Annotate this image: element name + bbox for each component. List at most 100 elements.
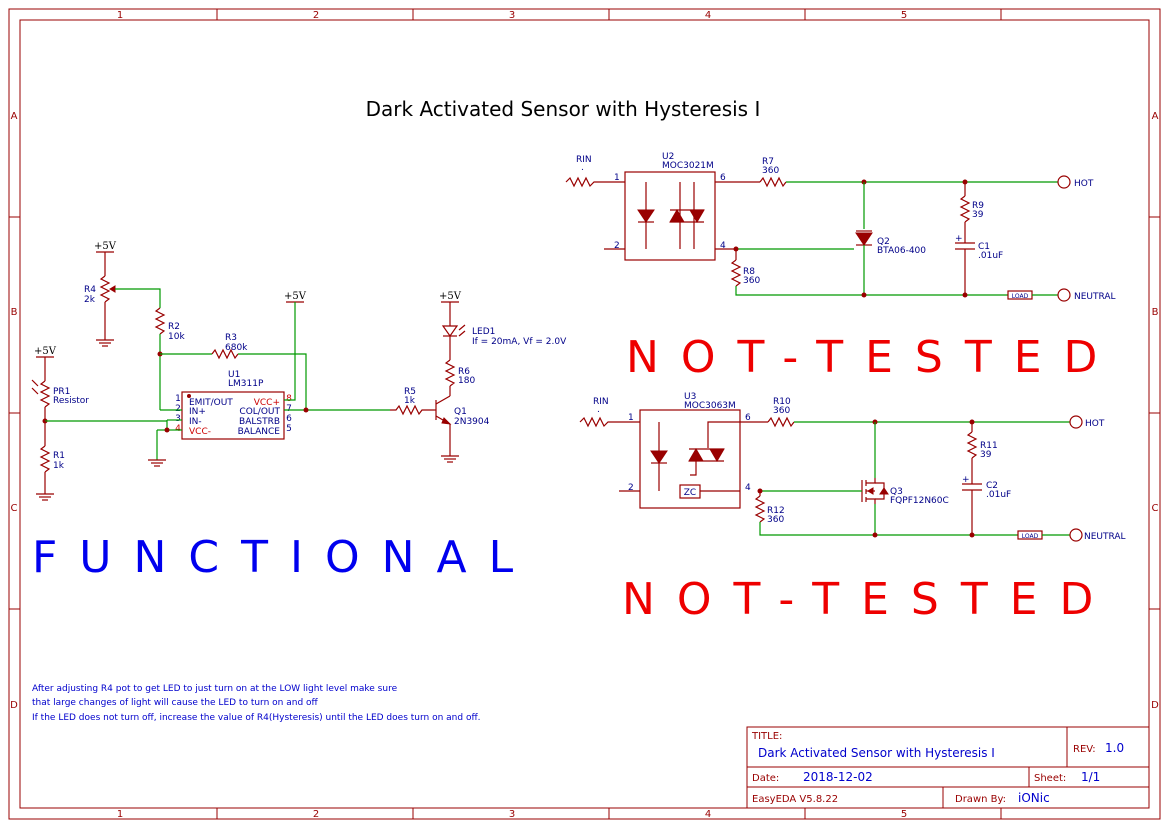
- rin1-value: .: [581, 163, 584, 173]
- u1-pin-label: IN-: [189, 417, 202, 427]
- col-label: 3: [509, 10, 515, 21]
- triac-circuit-2: RIN . 1 2 U3 MOC3063M ZC 6 4 R10 360 HOT: [579, 392, 1126, 542]
- tb-sheet-label: Sheet:: [1034, 773, 1066, 784]
- r3-resistor: [211, 348, 239, 360]
- col-label: 5: [901, 10, 907, 21]
- tb-rev-value: 1.0: [1105, 741, 1124, 755]
- u2-pin-num: 4: [720, 241, 726, 251]
- r1-value: 1k: [53, 461, 65, 471]
- tb-drawn-value: iONic: [1018, 791, 1050, 805]
- triac-circuit-1: RIN . 1 2 U2 MOC3021M 6 4 R7 360 HOT: [565, 152, 1116, 302]
- r8-value: 360: [743, 276, 760, 286]
- r11-ref: R11: [980, 441, 998, 451]
- row-label: D: [1151, 700, 1159, 711]
- r9-value: 39: [972, 210, 984, 220]
- rin2-value: .: [597, 405, 600, 415]
- pr1-ref: PR1: [53, 387, 70, 397]
- hot-port-2: HOT: [1085, 419, 1105, 429]
- row-label: C: [11, 503, 18, 514]
- r2-ref: R2: [168, 322, 180, 332]
- row-label: C: [1152, 503, 1159, 514]
- schematic-title: Dark Activated Sensor with Hysteresis I: [366, 97, 761, 121]
- r10-ref: R10: [773, 397, 791, 407]
- q2-triac: [855, 232, 873, 246]
- u1-ref: U1: [228, 370, 240, 380]
- r10-value: 360: [773, 406, 790, 416]
- u1-pin-label: VCC+: [254, 398, 280, 408]
- r2-resistor: [154, 307, 166, 335]
- pr1-value: Resistor: [53, 396, 89, 406]
- power-label-r4: +5V: [94, 241, 117, 252]
- u1-pin-label: IN+: [189, 407, 206, 417]
- col-label: 2: [313, 10, 319, 21]
- r9-ref: R9: [972, 201, 984, 211]
- u1-pin-label: BALSTRB: [239, 417, 280, 427]
- u2-ref: U2: [662, 152, 674, 162]
- rin2-ref: RIN: [593, 397, 609, 407]
- u1-comparator: [181, 391, 285, 440]
- row-label: A: [1152, 111, 1159, 122]
- col-label: 4: [705, 10, 711, 21]
- u3-pin-num: 4: [745, 483, 751, 493]
- power-label-pr1: +5V: [34, 346, 57, 357]
- tb-software: EasyEDA V5.8.22: [752, 794, 838, 805]
- note-line: If the LED does not turn off, increase t…: [32, 713, 481, 723]
- sensor-circuit: +5V R4 2k R2 10k R3 680k U1 LM311P EMIT/…: [31, 241, 567, 501]
- u3-optocoupler: [639, 409, 741, 509]
- q1-value: 2N3904: [454, 417, 490, 427]
- r10-resistor: [767, 416, 795, 428]
- u1-value: LM311P: [228, 379, 264, 389]
- u1-pin-num: 5: [286, 424, 292, 434]
- neutral-port-1: NEUTRAL: [1074, 292, 1116, 302]
- r12-resistor: [754, 495, 766, 523]
- u2-pin-num: 2: [614, 241, 620, 251]
- rin1-ref: RIN: [576, 155, 592, 165]
- u3-value: MOC3063M: [684, 401, 736, 411]
- r3-value: 680k: [225, 343, 248, 353]
- c2-value: .01uF: [986, 490, 1011, 500]
- q1-ref: Q1: [454, 407, 467, 417]
- r6-value: 180: [458, 376, 475, 386]
- led1-diode: [441, 325, 459, 338]
- r1-ref: R1: [53, 451, 65, 461]
- u1-pin-num: 2: [175, 404, 181, 414]
- q3-ref: Q3: [890, 487, 903, 497]
- note-line: After adjusting R4 pot to get LED to jus…: [32, 684, 398, 694]
- col-label: 2: [313, 809, 319, 820]
- q3-value: FQPF12N60C: [890, 496, 949, 506]
- functional-label: FUNCTIONAL: [32, 532, 535, 583]
- r11-resistor: [966, 431, 978, 459]
- c2-plus: +: [962, 475, 970, 485]
- r9-resistor: [959, 195, 971, 223]
- u2-value: MOC3021M: [662, 161, 714, 171]
- u1-pin-num: 7: [286, 404, 292, 414]
- u1-pin-label: BALANCE: [238, 427, 281, 437]
- tb-date-value: 2018-12-02: [803, 770, 873, 784]
- tb-rev-label: REV:: [1073, 744, 1096, 755]
- u2-pin-num: 6: [720, 173, 726, 183]
- not-tested-label-2: NOT-TESTED: [622, 574, 1115, 625]
- load-label-1: LOAD: [1012, 293, 1029, 300]
- u2-pin-num: 1: [614, 173, 620, 183]
- tb-title-label: TITLE:: [751, 731, 782, 742]
- hot-terminal-1: [1057, 175, 1071, 189]
- led1-ref: LED1: [472, 327, 495, 337]
- rin2-resistor: [579, 416, 640, 428]
- r6-ref: R6: [458, 367, 470, 377]
- c2-ref: C2: [986, 481, 998, 491]
- r5-ref: R5: [404, 387, 416, 397]
- r7-value: 360: [762, 166, 779, 176]
- r8-ref: R8: [743, 267, 755, 277]
- pr1-photoresistor: [39, 380, 51, 408]
- u1-pin-label: EMIT/OUT: [189, 398, 233, 408]
- u1-pin-num: 6: [286, 414, 292, 424]
- r7-ref: R7: [762, 157, 774, 167]
- r5-value: 1k: [404, 396, 416, 406]
- r4-ref: R4: [84, 285, 96, 295]
- note-line: that large changes of light will cause t…: [32, 698, 319, 708]
- power-label-led1: +5V: [439, 291, 462, 302]
- row-label: B: [1152, 307, 1159, 318]
- r12-value: 360: [767, 515, 784, 525]
- c1-plus: +: [955, 234, 963, 244]
